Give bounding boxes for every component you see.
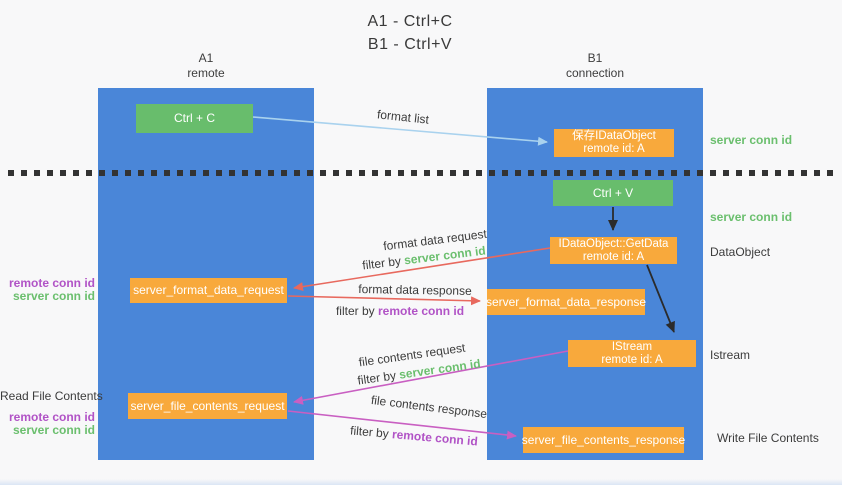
- node-ctrl-v: Ctrl + V: [553, 180, 673, 206]
- node-save-idataobject-line1: 保存IDataObject: [572, 130, 656, 142]
- node-istream: IStream remote id: A: [568, 340, 696, 367]
- dotted-divider: [8, 170, 836, 176]
- label-filter-by-remote-conn-id-1: filter by remote conn id: [336, 304, 464, 318]
- lifeline-b1-header: B1 connection: [487, 51, 703, 81]
- left-remote-conn-id-1: remote conn id: [8, 276, 95, 290]
- node-ctrl-c-label: Ctrl + C: [173, 111, 215, 125]
- right-server-conn-id-top: server conn id: [710, 133, 793, 147]
- filter-by-text: filter by: [361, 253, 402, 273]
- title-line-2: B1 - Ctrl+V: [367, 36, 453, 53]
- label-format-list: format list: [376, 107, 430, 127]
- lifeline-a1-role: remote: [187, 66, 225, 80]
- diagram-title: A1 - Ctrl+C B1 - Ctrl+V: [300, 10, 520, 56]
- node-server-format-data-response: server_format_data_response: [485, 289, 647, 315]
- node-server-format-data-request: server_format_data_request: [130, 278, 287, 303]
- label-format-data-response: format data response: [358, 282, 472, 298]
- lifeline-b1-role: connection: [565, 66, 625, 80]
- node-idataobject-getdata-line2: remote id: A: [582, 250, 645, 263]
- filter-by-text: filter by: [356, 368, 397, 388]
- dataobject-label: DataObject: [710, 245, 771, 259]
- node-server-file-contents-request-label: server_file_contents_request: [130, 398, 285, 413]
- label-file-contents-response: file contents response: [370, 392, 488, 422]
- node-server-file-contents-response-label: server_file_contents_response: [521, 432, 686, 447]
- node-server-format-data-request-label: server_format_data_request: [133, 283, 284, 297]
- remote-conn-id-text: remote conn id: [378, 304, 465, 318]
- node-ctrl-v-label: Ctrl + V: [592, 185, 634, 200]
- filter-by-text: filter by: [335, 304, 375, 318]
- label-filter-by-remote-conn-id-2: filter by remote conn id: [350, 423, 479, 448]
- read-file-contents-label: Read File Contents: [0, 389, 103, 403]
- bottom-edge-strip: [0, 479, 842, 485]
- node-server-file-contents-request: server_file_contents_request: [128, 393, 287, 419]
- node-istream-line2: remote id: A: [601, 353, 663, 366]
- node-server-format-data-response-label: server_format_data_response: [485, 294, 647, 309]
- node-idataobject-getdata: IDataObject::GetData remote id: A: [550, 237, 677, 264]
- istream-label: Istream: [710, 348, 751, 362]
- left-server-conn-id-1: server conn id: [12, 289, 95, 303]
- node-server-file-contents-response: server_file_contents_response: [521, 427, 686, 453]
- left-server-conn-id-2: server conn id: [12, 423, 95, 437]
- filter-by-text: filter by: [349, 423, 390, 441]
- node-idataobject-getdata-line1: IDataObject::GetData: [558, 237, 669, 250]
- remote-conn-id-text: remote conn id: [391, 427, 479, 449]
- lifeline-a1-header: A1 remote: [98, 51, 314, 81]
- left-remote-conn-id-2: remote conn id: [8, 410, 95, 424]
- lifeline-a1-name: A1: [198, 51, 214, 65]
- node-save-idataobject: 保存IDataObject remote id: A: [554, 129, 674, 157]
- node-save-idataobject-line2: remote id: A: [583, 143, 645, 155]
- node-ctrl-c: Ctrl + C: [136, 104, 253, 133]
- node-istream-line1: IStream: [611, 340, 653, 353]
- right-server-conn-id-mid: server conn id: [710, 210, 793, 224]
- lifeline-b1-name: B1: [587, 51, 603, 65]
- title-line-1: A1 - Ctrl+C: [367, 13, 453, 30]
- write-file-contents-label: Write File Contents: [717, 431, 819, 445]
